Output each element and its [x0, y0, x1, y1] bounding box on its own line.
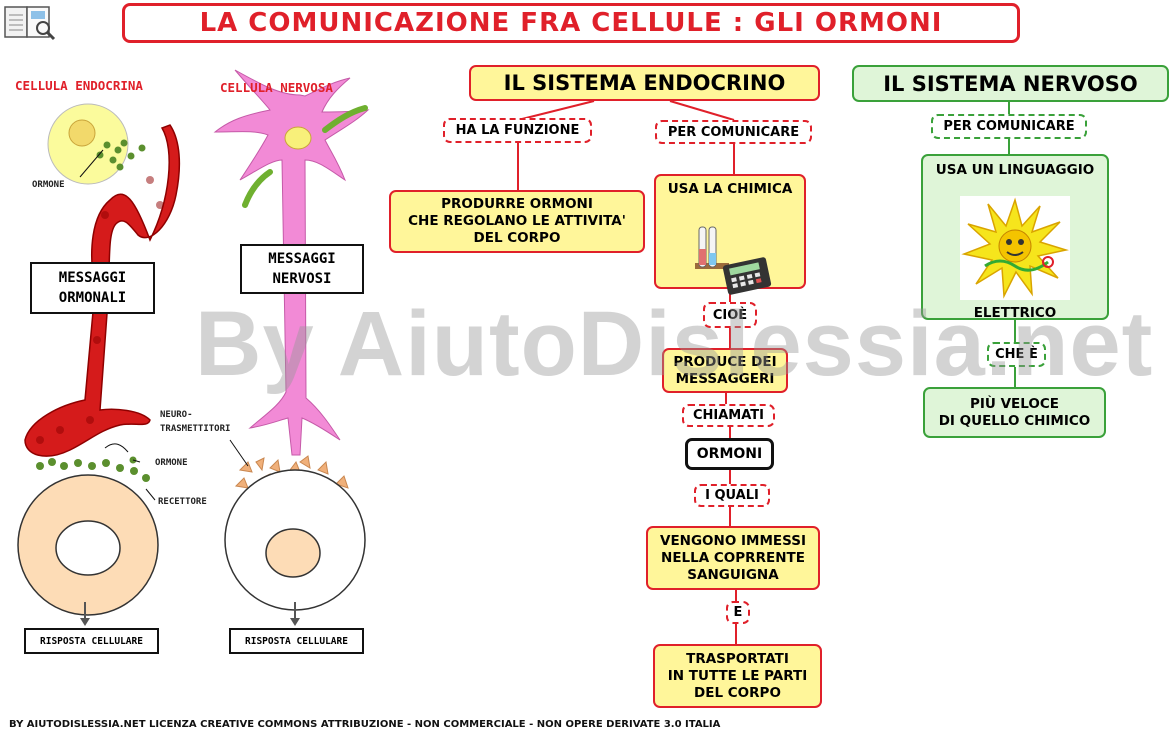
hormones-box: ORMONI	[685, 438, 774, 470]
link-which-is: CHE È	[987, 342, 1046, 367]
injected-into-blood-box: VENGONO IMMESSI NELLA COPRRENTE SANGUIGN…	[646, 526, 820, 590]
endocrine-cell	[47, 103, 129, 185]
ormone-label-bottom: ORMONE	[155, 458, 188, 468]
receptor-label: RECETTORE	[158, 497, 207, 507]
lab-icon	[685, 202, 775, 304]
chemistry-box-label: USA LA CHIMICA	[667, 181, 793, 197]
page-title: LA COMUNICAZIONE FRA CELLULE : GLI ORMON…	[122, 3, 1020, 43]
function-box: PRODURRE ORMONI CHE REGOLANO LE ATTIVITA…	[389, 190, 645, 253]
watermark: By AiutoDislessia.net	[195, 293, 1154, 395]
language-box: USA UN LINGUAGGIO ELETTRICO	[921, 154, 1109, 321]
link-called: CHIAMATI	[682, 404, 775, 427]
hormonal-messages-box: MESSAGGI ORMONALI	[30, 262, 155, 314]
transported-box: TRASPORTATI IN TUTTE LE PARTI DEL CORPO	[653, 644, 822, 708]
nerve-messages-box: MESSAGGI NERVOSI	[240, 244, 364, 294]
target-cell-right	[224, 469, 366, 611]
license-footer: BY AIUTODISLESSIA.NET LICENZA CREATIVE C…	[9, 719, 721, 730]
neurotransmitters-label: NEURO- TRASMETTITORI	[160, 410, 231, 434]
messengers-box: PRODUCE DEI MESSAGGERI	[662, 348, 788, 393]
link-to-communicate-nervous: PER COMUNICARE	[931, 114, 1087, 139]
electric-icon	[960, 179, 1070, 305]
link-and: E	[726, 601, 750, 624]
language-box-top-label: USA UN LINGUAGGIO	[935, 162, 1095, 178]
link-that-is: CIOÈ	[703, 302, 757, 328]
cell-response-right: RISPOSTA CELLULARE	[229, 628, 364, 654]
endocrine-system-header: IL SISTEMA ENDOCRINO	[469, 65, 820, 101]
chemistry-box: USA LA CHIMICA	[654, 174, 806, 295]
target-cell-left	[17, 474, 159, 616]
nervous-system-header: IL SISTEMA NERVOSO	[852, 65, 1169, 102]
logo-icon	[3, 3, 57, 43]
ormone-label-top: ORMONE	[32, 180, 65, 190]
endocrine-cell-label: CELLULA ENDOCRINA	[15, 78, 143, 93]
language-box-bottom-label: ELETTRICO	[973, 305, 1057, 321]
link-to-communicate-endocrine: PER COMUNICARE	[655, 120, 812, 144]
link-which: I QUALI	[694, 484, 770, 507]
link-has-function: HA LA FUNZIONE	[443, 118, 592, 143]
faster-box: PIÙ VELOCE DI QUELLO CHIMICO	[923, 387, 1106, 438]
nerve-cell-label: CELLULA NERVOSA	[220, 80, 333, 95]
cell-response-left: RISPOSTA CELLULARE	[24, 628, 159, 654]
